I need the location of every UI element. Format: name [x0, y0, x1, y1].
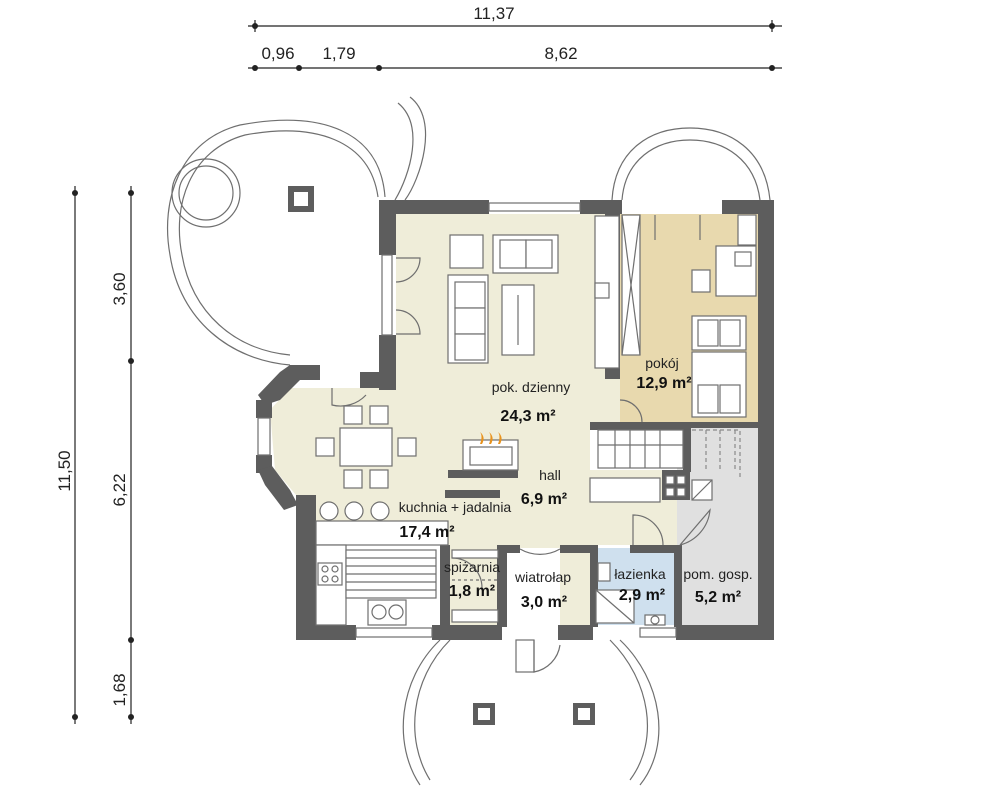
left-segment-2-label: 6,22 — [110, 473, 129, 506]
toilet — [597, 562, 611, 582]
room-label-bathroom: łazienka 2,9 m² — [614, 566, 666, 604]
room-name: wiatrołap — [514, 569, 571, 585]
sink — [367, 599, 407, 626]
left-total-label: 11,50 — [55, 450, 74, 491]
stairs — [589, 429, 741, 503]
washbasin — [644, 614, 666, 626]
left-dimension-total: 11,50 — [55, 186, 78, 724]
room-area: 24,3 m² — [500, 408, 555, 425]
room-label-kitchen: kuchnia + jadalnia 17,4 m² — [399, 499, 512, 541]
dining-table — [339, 427, 393, 467]
kitchen-counter — [315, 520, 449, 546]
room-label-pokoj: pokój 12,9 m² — [636, 355, 691, 392]
top-segment-3-label: 8,62 — [544, 44, 577, 63]
entrance-arcs — [402, 639, 660, 786]
left-segment-3-label: 1,68 — [110, 673, 129, 706]
kitchen-furniture — [315, 405, 449, 626]
stove — [317, 562, 343, 586]
terrace-arcs — [166, 96, 427, 366]
top-segment-2-label: 1,79 — [322, 44, 355, 63]
service-areas — [451, 508, 711, 673]
top-dimension-segments: 0,96 1,79 8,62 — [248, 44, 782, 71]
room-area: 3,0 m² — [521, 594, 567, 611]
room-label-pantry: spiżarnia 1,8 m² — [444, 559, 500, 600]
room-area: 17,4 m² — [399, 524, 454, 541]
fire-icon — [480, 432, 502, 444]
room-name: hall — [539, 467, 561, 483]
room-area: 5,2 m² — [695, 589, 741, 606]
room-label-utility: pom. gosp. 5,2 m² — [683, 566, 752, 606]
room-name: pom. gosp. — [683, 566, 752, 582]
room-floor-utility — [677, 425, 758, 625]
room-label-hall: hall 6,9 m² — [521, 467, 567, 508]
room-name: spiżarnia — [444, 559, 500, 575]
room-name: pok. dzienny — [492, 379, 571, 395]
room-label-vestibule: wiatrołap 3,0 m² — [514, 569, 571, 611]
left-dimension-segments: 3,60 6,22 1,68 — [110, 186, 134, 724]
top-total-label: 11,37 — [473, 4, 514, 23]
bay-arcs-right — [611, 127, 771, 201]
top-segment-1-label: 0,96 — [261, 44, 294, 63]
room-area: 1,8 m² — [449, 583, 495, 600]
top-dimension-total: 11,37 — [248, 4, 782, 32]
room-name: łazienka — [614, 566, 666, 582]
room-area: 2,9 m² — [619, 587, 665, 604]
room-name: pokój — [645, 355, 678, 371]
armchair — [449, 234, 484, 269]
left-segment-1-label: 3,60 — [110, 272, 129, 305]
room-label-living: pok. dzienny 24,3 m² — [492, 379, 571, 425]
windows — [257, 202, 701, 638]
room-furniture — [619, 214, 757, 423]
room-name: kuchnia + jadalnia — [399, 499, 512, 515]
room-area: 6,9 m² — [521, 491, 567, 508]
living-room-furniture — [331, 215, 620, 471]
room-area: 12,9 m² — [636, 375, 691, 392]
